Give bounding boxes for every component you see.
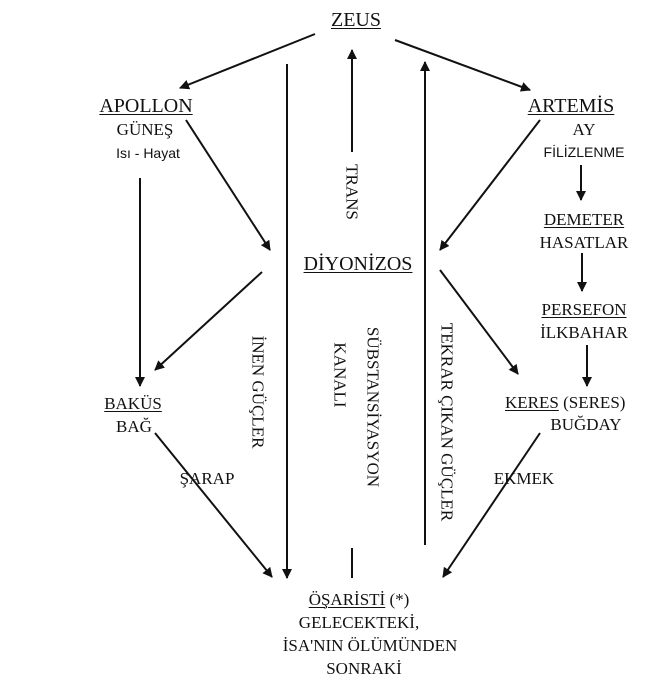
node-sonraki: SONRAKİ [326,659,402,678]
node-ilkbahar: İLKBAHAR [540,323,628,342]
edge-label-inen-gucler: İNEN GÜÇLER [248,335,268,449]
node-artemis: ARTEMİS [527,95,615,117]
node-gunes: GÜNEŞ [116,120,174,139]
node-filizlenme: FİLİZLENME [543,144,625,160]
node-ay: AY [572,120,596,139]
node-persefon: PERSEFON [541,300,627,319]
node-osaristi-name: ÖŞARİSTİ [308,590,386,609]
arrow-diyonizos-keres [439,269,519,375]
arrow-zeus-apollon [179,33,316,90]
arrow-diyonizos-bakus [154,271,263,371]
edge-label-ekmek: EKMEK [493,469,555,488]
node-isi-hayat: Isı - Hayat [116,145,180,161]
node-apollon: APOLLON [99,95,193,117]
edge-label-trans: TRANS [342,164,362,220]
edge-label-substansiyasyon: SÜBSTANSİYASYON [363,326,383,488]
node-demeter: DEMETER [543,210,625,229]
node-keres: KERES (SERES) [505,394,625,411]
node-keres-name: KERES [505,393,559,412]
arrow-keres-osaristi [442,432,541,578]
edge-label-kanali: KANALI [330,342,350,408]
node-seres: (SERES) [563,393,626,412]
node-osaristi: ÖŞARİSTİ (*) [309,591,410,608]
edge-label-tekrar-cikan: TEKRAR ÇIKAN GÜÇLER [437,322,457,522]
arrow-apollon-diyonizos [185,119,271,251]
arrow-zeus-artemis [394,39,531,92]
node-bag: BAĞ [116,417,152,436]
node-osaristi-asterisk: (*) [389,590,410,609]
arrow-artemis-diyonizos [439,119,541,251]
edge-label-sarap: ŞARAP [179,469,235,488]
node-bugday: BUĞDAY [550,415,622,434]
node-diyonizos: DİYONİZOS [303,253,413,275]
node-isanin: İSA'NIN ÖLÜMÜNDEN [282,636,458,655]
node-gelecekteki: GELECEKTEKİ, [298,613,420,632]
node-zeus: ZEUS [331,9,381,31]
arrow-bakus-osaristi [154,432,273,578]
node-hasatlar: HASATLAR [539,233,629,252]
node-bakus: BAKÜS [104,394,162,413]
